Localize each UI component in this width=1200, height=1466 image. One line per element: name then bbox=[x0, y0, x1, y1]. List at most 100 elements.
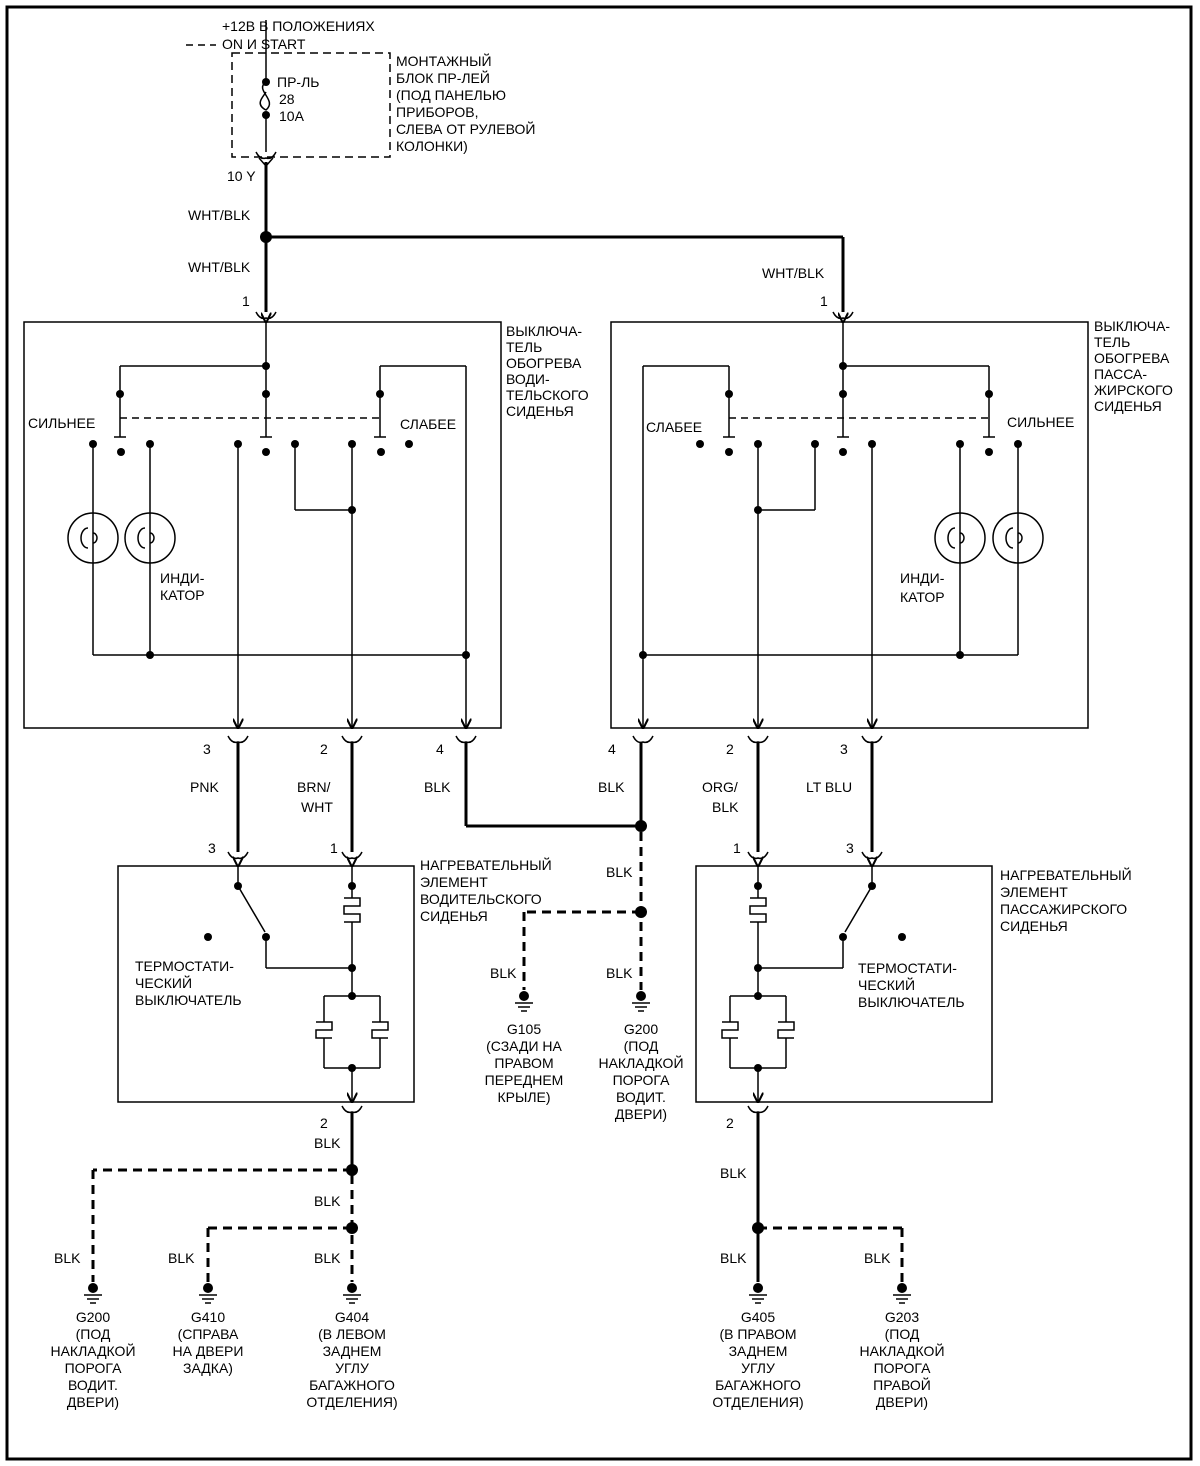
wire-label-lt-blu: LT BLU bbox=[806, 779, 852, 795]
svg-text:СИДЕНЬЯ: СИДЕНЬЯ bbox=[1000, 918, 1068, 934]
svg-text:ПОРОГА: ПОРОГА bbox=[65, 1360, 123, 1376]
ground-icon bbox=[199, 1283, 217, 1304]
svg-text:G404: G404 bbox=[335, 1309, 369, 1325]
fuse-label-1: ПР-ЛЬ bbox=[277, 74, 319, 90]
wire-label-blk-driver-c: BLK bbox=[168, 1250, 195, 1266]
passenger-thermostat-label: ТЕРМОСТАТИ- ЧЕСКИЙ ВЫКЛЮЧАТЕЛЬ bbox=[858, 960, 965, 1010]
svg-text:ЗАДНЕМ: ЗАДНЕМ bbox=[729, 1343, 788, 1359]
frame bbox=[5, 5, 1193, 1461]
svg-text:НАГРЕВАТЕЛЬНЫЙ: НАГРЕВАТЕЛЬНЫЙ bbox=[1000, 866, 1132, 883]
ground-label-g200-mid: G200 (ПОД НАКЛАДКОЙ ПОРОГА ВОДИТ. ДВЕРИ) bbox=[598, 1021, 683, 1122]
svg-text:G203: G203 bbox=[885, 1309, 919, 1325]
svg-text:ПАССА-: ПАССА- bbox=[1094, 366, 1147, 382]
ground-icon bbox=[343, 1283, 361, 1304]
svg-text:G200: G200 bbox=[624, 1021, 658, 1037]
svg-text:ТЕРМОСТАТИ-: ТЕРМОСТАТИ- bbox=[858, 960, 957, 976]
svg-text:G410: G410 bbox=[191, 1309, 225, 1325]
svg-text:БЛОК ПР-ЛЕЙ: БЛОК ПР-ЛЕЙ bbox=[396, 69, 490, 86]
driver-switch-title: ВЫКЛЮЧА- ТЕЛЬ ОБОГРЕВА ВОДИ- ТЕЛЬСКОГО С… bbox=[506, 323, 589, 419]
pin-1-driver: 1 bbox=[242, 293, 250, 309]
lamp-icon bbox=[934, 512, 986, 564]
svg-text:ПРАВОЙ: ПРАВОЙ bbox=[873, 1376, 931, 1393]
ground-icon bbox=[749, 1283, 767, 1304]
ground-label-g203: G203 (ПОД НАКЛАДКОЙ ПОРОГА ПРАВОЙ ДВЕРИ) bbox=[859, 1309, 944, 1410]
wire-label-blk-mid-3: BLK bbox=[606, 965, 633, 981]
passenger-heater-box bbox=[695, 865, 993, 1103]
wire-label-blk-passenger-4: BLK bbox=[598, 779, 625, 795]
svg-text:ДВЕРИ): ДВЕРИ) bbox=[615, 1106, 667, 1122]
passenger-high-label: СИЛЬНЕЕ bbox=[1007, 414, 1074, 430]
wire-label-wht-blk-1: WHT/BLK bbox=[188, 207, 251, 223]
pin-3-passenger-heater: 3 bbox=[846, 840, 854, 856]
wire-label-org-blk-2: BLK bbox=[712, 799, 739, 815]
svg-text:ВЫКЛЮЧА-: ВЫКЛЮЧА- bbox=[506, 323, 582, 339]
svg-text:СЛЕВА ОТ РУЛЕВОЙ: СЛЕВА ОТ РУЛЕВОЙ bbox=[396, 120, 535, 137]
fuse-block-label: МОНТАЖНЫЙ БЛОК ПР-ЛЕЙ (ПОД ПАНЕЛЬЮ ПРИБО… bbox=[396, 52, 535, 154]
svg-text:ТЕЛЬ: ТЕЛЬ bbox=[1094, 334, 1130, 350]
pin-3-driver-heater: 3 bbox=[208, 840, 216, 856]
fuse-block bbox=[231, 52, 391, 158]
pin-2-driver-heater: 2 bbox=[320, 1115, 328, 1131]
svg-text:ОБОГРЕВА: ОБОГРЕВА bbox=[506, 355, 582, 371]
svg-text:КОЛОНКИ): КОЛОНКИ) bbox=[396, 138, 468, 154]
svg-text:ЧЕСКИЙ: ЧЕСКИЙ bbox=[135, 974, 192, 991]
pin-2-passenger-heater: 2 bbox=[726, 1115, 734, 1131]
pin-3-passenger-sw: 3 bbox=[840, 741, 848, 757]
svg-text:ВЫКЛЮЧА-: ВЫКЛЮЧА- bbox=[1094, 318, 1170, 334]
fuse-label-3: 10А bbox=[279, 108, 305, 124]
svg-text:G105: G105 bbox=[507, 1021, 541, 1037]
svg-text:НАКЛАДКОЙ: НАКЛАДКОЙ bbox=[859, 1342, 944, 1359]
driver-indicator-line2: КАТОР bbox=[160, 587, 205, 603]
pin-1-passenger: 1 bbox=[820, 293, 828, 309]
power-source-line1: +12В В ПОЛОЖЕНИЯХ bbox=[222, 18, 375, 34]
passenger-switch-title: ВЫКЛЮЧА- ТЕЛЬ ОБОГРЕВА ПАССА- ЖИРСКОГО С… bbox=[1094, 318, 1173, 414]
passenger-switch-box bbox=[610, 321, 1089, 729]
svg-text:ТЕРМОСТАТИ-: ТЕРМОСТАТИ- bbox=[135, 958, 234, 974]
wire-label-blk-driver-b: BLK bbox=[54, 1250, 81, 1266]
heater-coil-icon bbox=[749, 886, 767, 968]
svg-text:ВЫКЛЮЧАТЕЛЬ: ВЫКЛЮЧАТЕЛЬ bbox=[135, 992, 242, 1008]
pin-1-driver-heater: 1 bbox=[330, 840, 338, 856]
driver-low-label: СЛАБЕЕ bbox=[400, 416, 456, 432]
driver-heater-box bbox=[117, 865, 415, 1103]
passenger-indicator-line1: ИНДИ- bbox=[900, 570, 945, 586]
wire-label-brn-wht-2: WHT bbox=[301, 799, 333, 815]
ground-icon bbox=[84, 1283, 102, 1304]
svg-text:ВЫКЛЮЧАТЕЛЬ: ВЫКЛЮЧАТЕЛЬ bbox=[858, 994, 965, 1010]
svg-text:ТЕЛЬСКОГО: ТЕЛЬСКОГО bbox=[506, 387, 589, 403]
wire-label-blk-passenger-out: BLK bbox=[720, 1165, 747, 1181]
heater-coil-icon bbox=[343, 886, 361, 968]
svg-text:ЗАДКА): ЗАДКА) bbox=[183, 1360, 233, 1376]
svg-text:ВОДИТЕЛЬСКОГО: ВОДИТЕЛЬСКОГО bbox=[420, 891, 542, 907]
svg-text:ПРАВОМ: ПРАВОМ bbox=[494, 1055, 553, 1071]
svg-text:БАГАЖНОГО: БАГАЖНОГО bbox=[309, 1377, 395, 1393]
ground-label-g405: G405 (В ПРАВОМ ЗАДНЕМ УГЛУ БАГАЖНОГО ОТД… bbox=[712, 1309, 803, 1410]
wire-label-blk-passenger-b: BLK bbox=[864, 1250, 891, 1266]
svg-text:(В ЛЕВОМ: (В ЛЕВОМ bbox=[318, 1326, 386, 1342]
svg-text:ПОРОГА: ПОРОГА bbox=[613, 1072, 671, 1088]
passenger-heater-title: НАГРЕВАТЕЛЬНЫЙ ЭЛЕМЕНТ ПАССАЖИРСКОГО СИД… bbox=[1000, 866, 1132, 934]
ground-icon bbox=[515, 991, 533, 1012]
pin-4-driver-sw: 4 bbox=[436, 741, 444, 757]
svg-text:ДВЕРИ): ДВЕРИ) bbox=[876, 1394, 928, 1410]
svg-text:(ПОД: (ПОД bbox=[76, 1326, 111, 1342]
svg-text:КРЫЛЕ): КРЫЛЕ) bbox=[497, 1089, 550, 1105]
wire-label-blk-mid-2: BLK bbox=[490, 965, 517, 981]
wire-label-blk-mid-1: BLK bbox=[606, 864, 633, 880]
svg-text:G405: G405 bbox=[741, 1309, 775, 1325]
svg-text:(ПОД: (ПОД bbox=[624, 1038, 659, 1054]
svg-text:ОБОГРЕВА: ОБОГРЕВА bbox=[1094, 350, 1170, 366]
ground-label-g105: G105 (СЗАДИ НА ПРАВОМ ПЕРЕДНЕМ КРЫЛЕ) bbox=[485, 1021, 564, 1105]
svg-text:ОТДЕЛЕНИЯ): ОТДЕЛЕНИЯ) bbox=[306, 1394, 397, 1410]
wire-label-blk-driver-d: BLK bbox=[314, 1250, 341, 1266]
wire-label-wht-blk-2: WHT/BLK bbox=[188, 259, 251, 275]
svg-text:(СПРАВА: (СПРАВА bbox=[178, 1326, 239, 1342]
ground-label-g410: G410 (СПРАВА НА ДВЕРИ ЗАДКА) bbox=[173, 1309, 244, 1376]
wire-label-blk-driver-a: BLK bbox=[314, 1193, 341, 1209]
fuse-label-2: 28 bbox=[279, 91, 295, 107]
pin-3-driver-sw: 3 bbox=[203, 741, 211, 757]
svg-text:ПОРОГА: ПОРОГА bbox=[874, 1360, 932, 1376]
lamp-icon bbox=[124, 512, 176, 564]
ground-icon bbox=[632, 991, 650, 1012]
lamp-icon bbox=[992, 512, 1044, 564]
